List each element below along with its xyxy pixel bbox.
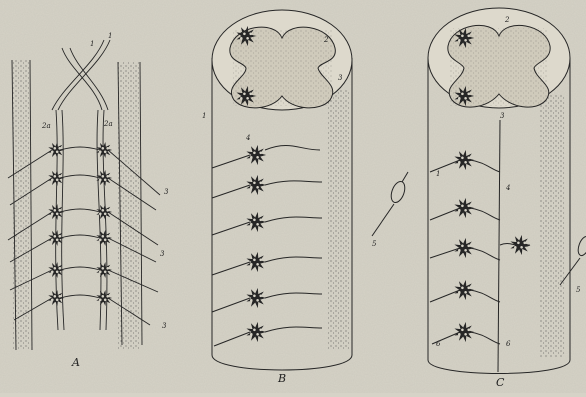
panel-label-a: A	[71, 356, 80, 369]
label-c-6-right: 6	[506, 340, 511, 348]
label-a-2a-right: 2a	[103, 120, 113, 128]
label-b-3: 3	[338, 74, 343, 82]
panel-label-b: B	[277, 372, 286, 385]
label-a-3-upper: 3	[164, 188, 169, 196]
label-c-1: 1	[436, 170, 440, 178]
label-c-3: 3	[500, 112, 505, 120]
label-b-1: 1	[202, 112, 206, 120]
label-a-2a-left: 2a	[41, 122, 51, 130]
label-a-3-lower: 3	[162, 322, 167, 330]
label-a-3-middle: 3	[160, 250, 165, 258]
label-b-4: 4	[245, 134, 250, 142]
panel-label-c: C	[496, 376, 505, 389]
label-b-5: 5	[372, 240, 377, 248]
label-a-1-left: 1	[90, 40, 94, 48]
label-c-5: 5	[576, 286, 581, 294]
label-a-1-right: 1	[108, 32, 112, 40]
label-c-4: 4	[505, 184, 510, 192]
label-c-6-left: 6	[436, 340, 441, 348]
label-b-2: 2	[323, 36, 329, 44]
label-c-2: 2	[504, 16, 510, 24]
